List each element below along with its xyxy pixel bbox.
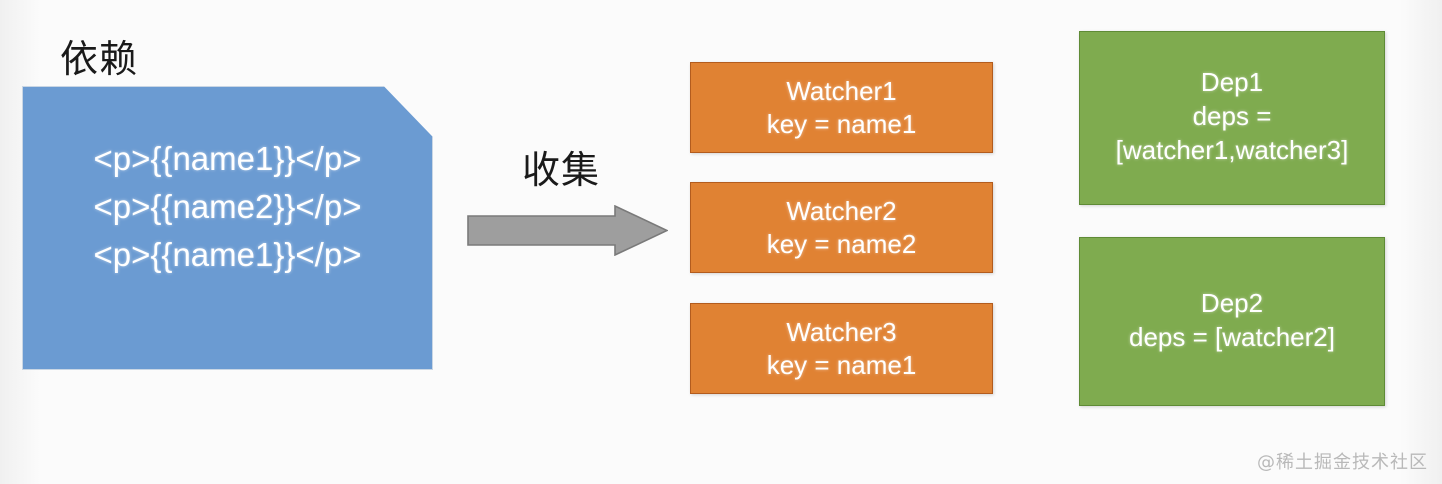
dep-box: Dep1 deps = [watcher1,watcher3] bbox=[1079, 31, 1385, 205]
template-code-lines: <p>{{name1}}</p> <p>{{name2}}</p> <p>{{n… bbox=[23, 135, 432, 279]
template-code-line: <p>{{name1}}</p> bbox=[93, 140, 362, 177]
watcher-detail: key = name1 bbox=[766, 349, 917, 380]
watermark: @稀土掘金技术社区 bbox=[1257, 452, 1428, 473]
template-shape-block: <p>{{name1}}</p> <p>{{name2}}</p> <p>{{n… bbox=[22, 86, 433, 370]
dep-title: Dep1 bbox=[1200, 67, 1264, 97]
template-code-line: <p>{{name2}}</p> bbox=[93, 188, 362, 225]
watcher-title: Watcher2 bbox=[786, 195, 897, 226]
dependency-label: 依赖 bbox=[60, 37, 139, 81]
watcher-title: Watcher1 bbox=[786, 75, 897, 106]
watcher-detail: key = name2 bbox=[766, 228, 917, 259]
dep-detail: [watcher1,watcher3] bbox=[1115, 135, 1349, 165]
template-code-line: <p>{{name1}}</p> bbox=[93, 236, 362, 273]
dep-detail: deps = bbox=[1192, 101, 1272, 131]
right-block-arrow-icon bbox=[467, 205, 668, 256]
watcher-box: Watcher1 key = name1 bbox=[690, 62, 993, 153]
collect-label: 收集 bbox=[522, 148, 601, 192]
dep-title: Dep2 bbox=[1200, 288, 1264, 318]
watcher-box: Watcher3 key = name1 bbox=[690, 303, 993, 394]
watcher-detail: key = name1 bbox=[766, 108, 917, 139]
dep-detail: deps = [watcher2] bbox=[1129, 322, 1335, 352]
watcher-box: Watcher2 key = name2 bbox=[690, 182, 993, 273]
watcher-title: Watcher3 bbox=[786, 316, 897, 347]
dep-box: Dep2 deps = [watcher2] bbox=[1079, 237, 1385, 406]
